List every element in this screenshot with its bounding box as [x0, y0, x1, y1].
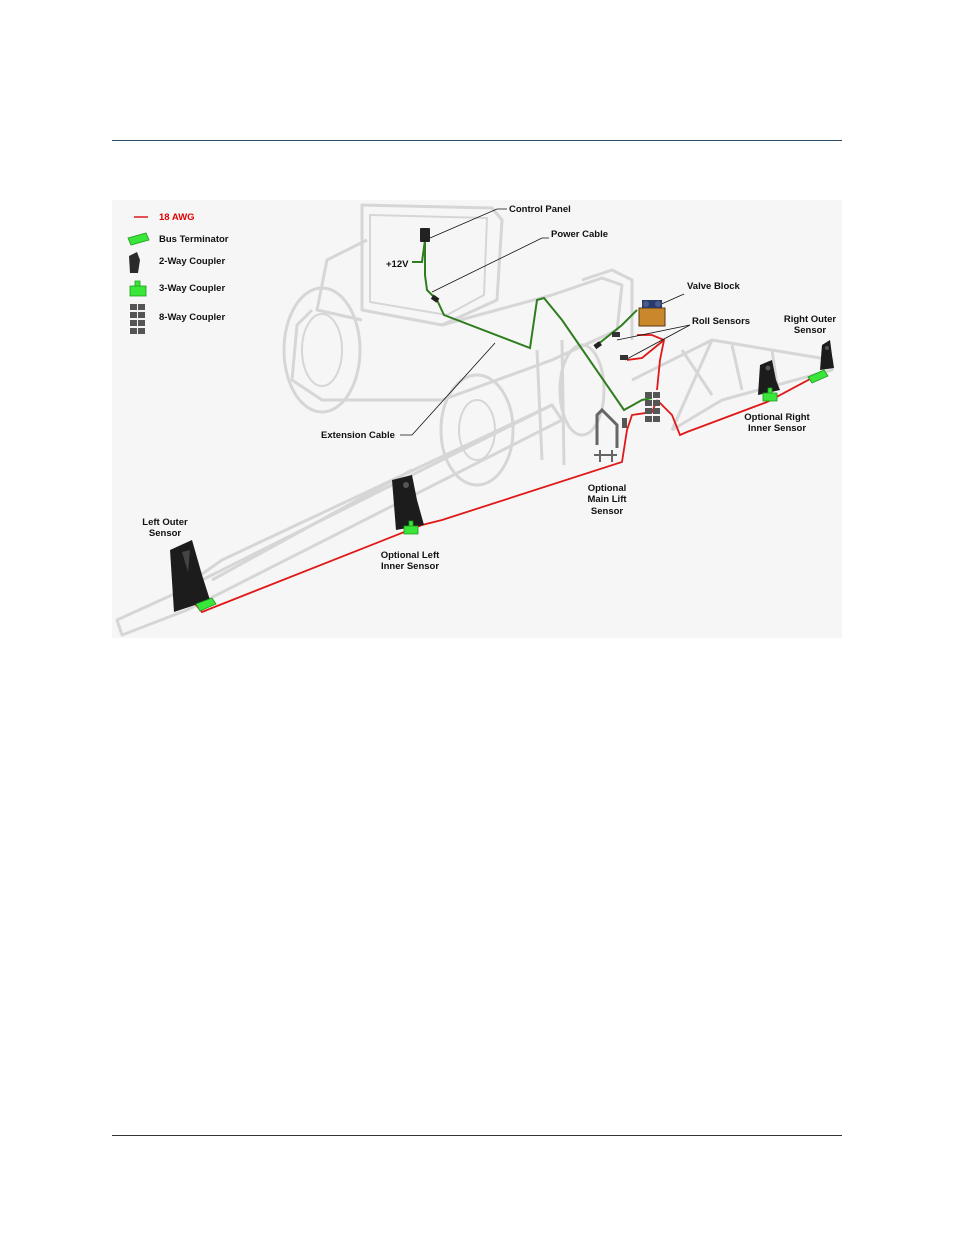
legend-eight-way-label: 8-Way Coupler: [159, 312, 225, 323]
label-optional-left-line1: Optional Left: [381, 550, 440, 561]
label-optional-main-line1: Optional: [588, 483, 627, 494]
right-outer-sensor-icon: [820, 340, 834, 370]
legend-wire-label: 18 AWG: [159, 212, 195, 223]
label-power-cable: Power Cable: [551, 229, 608, 240]
label-optional-main-line3: Sensor: [591, 506, 624, 517]
two-way-coupler-icon: [129, 252, 140, 273]
label-right-outer-line1: Right Outer: [784, 314, 837, 325]
label-optional-right-line1: Optional Right: [744, 412, 810, 423]
label-valve-block: Valve Block: [687, 281, 741, 292]
eight-way-coupler-icon: [645, 392, 660, 422]
legend: 18 AWG Bus Terminator 2-Way Coupler 3-Wa…: [128, 212, 229, 334]
green-harness: [412, 240, 652, 410]
wiring-diagram: 18 AWG Bus Terminator 2-Way Coupler 3-Wa…: [112, 200, 842, 638]
label-control-panel: Control Panel: [509, 204, 571, 215]
label-plus12v: +12V: [386, 259, 409, 270]
sprayer-outline: [117, 205, 832, 635]
wiring-diagram-svg: 18 AWG Bus Terminator 2-Way Coupler 3-Wa…: [112, 200, 842, 638]
label-extension-cable: Extension Cable: [321, 430, 395, 441]
three-way-coupler-icon: [130, 281, 146, 296]
legend-two-way-label: 2-Way Coupler: [159, 256, 225, 267]
label-roll-sensors: Roll Sensors: [692, 316, 750, 327]
roll-sensor-icon: [612, 332, 620, 337]
legend-three-way-label: 3-Way Coupler: [159, 283, 225, 294]
eight-way-coupler-icon: [130, 304, 145, 334]
red-wiring: [192, 335, 812, 612]
footer-rule: [112, 1135, 842, 1136]
roll-sensor-icon: [620, 355, 628, 360]
bus-terminator-icon: [196, 370, 828, 611]
label-right-outer-line2: Sensor: [794, 325, 827, 336]
control-panel-icon: [420, 228, 430, 242]
valve-block-icon: [639, 300, 665, 326]
label-left-outer-line1: Left Outer: [142, 517, 188, 528]
label-left-outer-line2: Sensor: [149, 528, 182, 539]
header-rule: [112, 140, 842, 141]
label-optional-main-line2: Main Lift: [587, 494, 627, 505]
label-optional-left-line2: Inner Sensor: [381, 561, 439, 572]
legend-bus-terminator-label: Bus Terminator: [159, 234, 229, 245]
left-inner-sensor-icon: [392, 475, 424, 530]
bus-terminator-icon: [128, 233, 149, 245]
label-optional-right-line2: Inner Sensor: [748, 423, 806, 434]
